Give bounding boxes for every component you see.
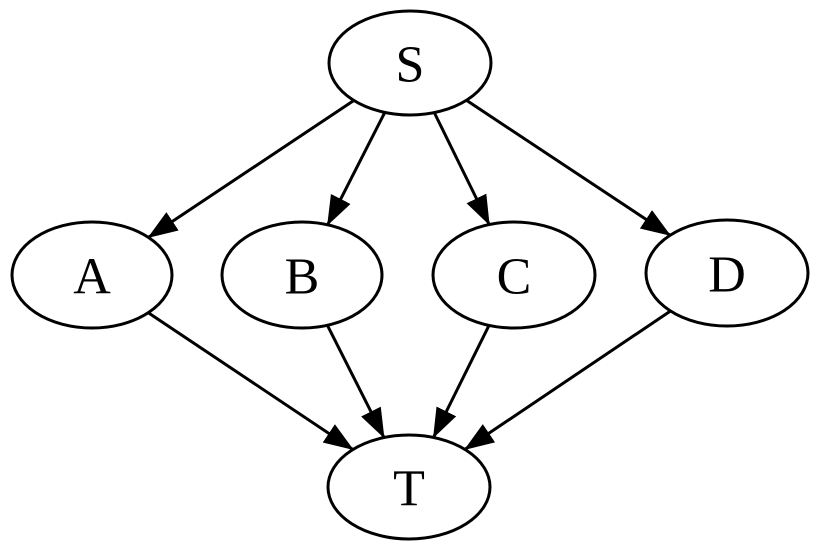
node-S: S (327, 9, 493, 117)
edge-A-T (147, 311, 354, 451)
node-D: D (644, 218, 810, 328)
node-S-label: S (396, 37, 425, 94)
node-D-label: D (708, 247, 746, 304)
node-A: A (10, 220, 174, 330)
node-B: B (220, 220, 384, 330)
node-A-label: A (73, 249, 111, 306)
nodes-layer: S A B C D T (10, 9, 810, 541)
node-T-label: T (393, 461, 425, 518)
node-S-ellipse (327, 9, 493, 117)
node-T: T (326, 433, 492, 541)
node-B-label: B (285, 249, 320, 306)
node-C-ellipse (431, 220, 597, 330)
edge-D-T (464, 309, 672, 451)
node-C: C (431, 220, 597, 330)
edges-layer (147, 99, 672, 451)
edge-S-A (147, 99, 355, 239)
edge-S-B (326, 111, 387, 226)
edge-C-T (432, 324, 491, 439)
edge-S-D (465, 99, 671, 237)
node-T-ellipse (326, 433, 492, 541)
node-B-ellipse (220, 220, 384, 330)
edge-S-C (432, 111, 491, 226)
node-D-ellipse (644, 218, 810, 328)
edge-B-T (326, 324, 386, 439)
node-A-ellipse (10, 220, 174, 330)
node-C-label: C (497, 249, 532, 306)
